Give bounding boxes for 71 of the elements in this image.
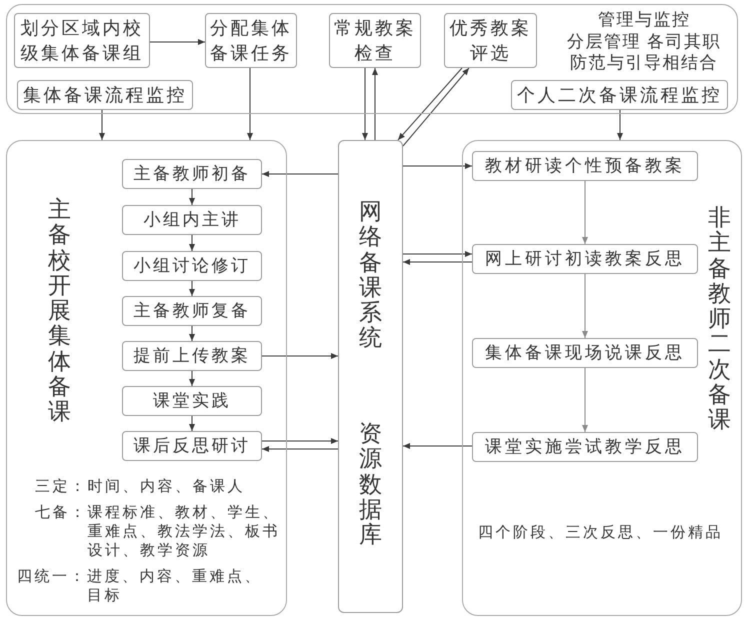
box-label: 课堂实施尝试教学反思 (485, 436, 685, 458)
arrow (247, 68, 253, 140)
column-label: 网络备课系统 (359, 199, 382, 351)
box-label: 主备教师复备 (134, 300, 250, 322)
arrow (262, 438, 338, 444)
arrow (262, 446, 338, 452)
process-box (14, 13, 150, 68)
arrow (189, 326, 195, 342)
monitoring-panel (6, 4, 738, 114)
column-label: 资源数据库 (359, 421, 382, 548)
arrow (402, 163, 472, 169)
process-box (122, 251, 262, 281)
panel-text: 防范与引导相结合 (569, 53, 719, 73)
panel-heading: 管理与监控 (596, 10, 692, 30)
note-text: 三定：时间、内容、备课人 (35, 478, 246, 497)
arrow (402, 251, 472, 257)
process-box (17, 80, 193, 110)
box-label: 分配集体备课任务 (210, 16, 292, 64)
arrow (402, 443, 472, 449)
arrow (372, 68, 378, 140)
process-box (472, 151, 698, 181)
box-label: 课堂实践 (153, 390, 231, 412)
system-column (338, 140, 403, 613)
arrow (582, 274, 588, 338)
vertical-heading: 非主备教师二次备课 (708, 205, 731, 433)
box-label: 网上研讨初读教案反思 (485, 248, 685, 270)
arrow (402, 259, 472, 265)
box-label: 集体备课流程监控 (23, 84, 187, 106)
arrow (262, 353, 338, 359)
arrow (189, 280, 195, 296)
box-label: 个人二次备课流程监控 (517, 84, 722, 106)
panel-text: 分层管理 各司其职 (566, 32, 722, 52)
note-text: 四统一：进度、内容、重难点、目标 (17, 568, 263, 606)
arrow (582, 180, 588, 244)
process-box (511, 80, 728, 110)
box-label: 划分区域内校级集体备课组 (20, 16, 144, 64)
note-text: 四个阶段、三次反思、一份精品 (478, 524, 724, 542)
box-label: 主备教师初备 (134, 163, 250, 186)
process-box (472, 338, 698, 368)
arrow (402, 68, 470, 146)
box-label: 教材研读个性预备教案 (485, 155, 685, 178)
arrow (189, 188, 195, 206)
process-box (472, 244, 698, 274)
arrow (99, 110, 105, 140)
box-label: 小组内主讲 (143, 209, 241, 232)
arrow (189, 416, 195, 432)
process-box (472, 432, 698, 462)
box-label: 集体备课现场说课反思 (485, 342, 685, 364)
box-label: 常规教案检查 (334, 16, 416, 64)
arrow (150, 39, 206, 45)
vertical-heading: 主备校开展集体备课 (48, 197, 71, 425)
process-box (122, 159, 262, 189)
arrow (262, 171, 338, 177)
box-label: 优秀教案评选 (449, 16, 532, 64)
process-box (122, 431, 262, 461)
box-label: 小组讨论修订 (134, 255, 250, 278)
process-box (122, 341, 262, 371)
arrow (617, 110, 623, 140)
arrow (362, 68, 368, 140)
process-panel (6, 140, 287, 616)
note-text: 七备：课程标准、教材、学生、重难点、教法学法、板书设计、教学资源 (35, 504, 281, 560)
process-panel (462, 140, 742, 616)
process-box (122, 386, 262, 416)
process-box (122, 205, 262, 235)
box-label: 提前上传教案 (134, 345, 250, 368)
arrow (582, 368, 588, 432)
arrow (189, 234, 195, 252)
box-label: 课后反思研讨 (134, 435, 250, 458)
arrow (398, 68, 462, 140)
arrow (189, 370, 195, 386)
process-box (122, 296, 262, 326)
